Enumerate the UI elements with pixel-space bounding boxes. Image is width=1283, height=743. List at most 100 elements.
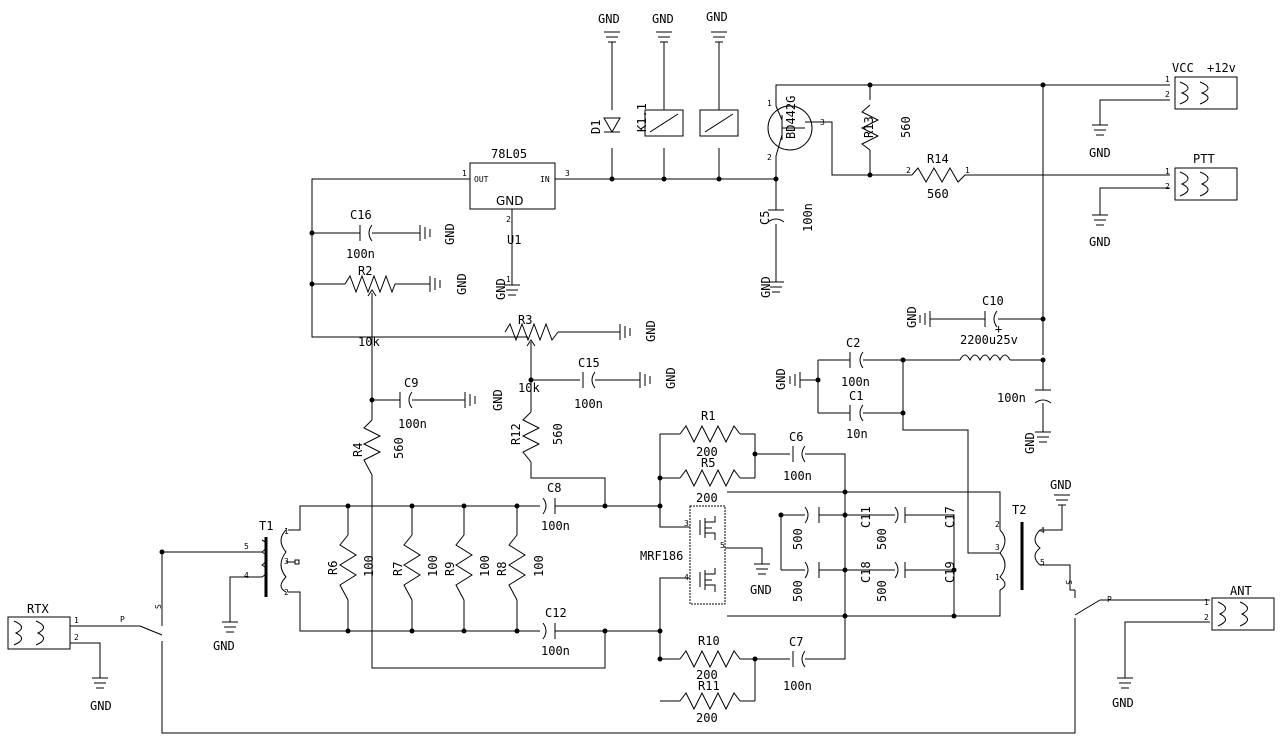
resistor-r13: R13 560 (860, 104, 913, 151)
capacitor-c15: C15 100n (574, 356, 603, 411)
svg-text:C11: C11 (859, 506, 873, 528)
svg-text:R13: R13 (862, 116, 876, 138)
capacitor-c18: C18 500 (791, 561, 873, 602)
resistor-r6: R6 100 (326, 534, 376, 601)
svg-text:10k: 10k (358, 335, 380, 349)
svg-text:P: P (1107, 595, 1112, 604)
gnd-rtx: GND (90, 677, 112, 713)
svg-text:200: 200 (696, 491, 718, 505)
svg-text:2200u25v: 2200u25v (960, 333, 1018, 347)
svg-text:1: 1 (506, 275, 511, 284)
svg-text:K1.1: K1.1 (635, 103, 649, 132)
capacitor-c17: C17 500 (875, 506, 957, 550)
capacitor-c3: 100n (997, 389, 1052, 405)
gnd-k1-b: GND (706, 10, 728, 52)
connector-ant: ANT (1211, 584, 1275, 631)
svg-text:GND: GND (1112, 696, 1134, 710)
potentiometer-r3: R3 10k (504, 313, 559, 395)
junctions (159, 82, 1046, 662)
capacitor-c11: C11 500 (791, 506, 873, 550)
svg-text:T2: T2 (1012, 503, 1026, 517)
svg-text:GND: GND (644, 320, 658, 342)
transformer-t1: T1 (259, 519, 300, 597)
regulator-78l05: 78L05 OUT IN GND U1 (469, 147, 556, 285)
svg-text:C1: C1 (849, 389, 863, 403)
svg-text:C9: C9 (404, 376, 418, 390)
svg-text:C17: C17 (943, 506, 957, 528)
svg-text:GND: GND (905, 306, 919, 328)
svg-text:C15: C15 (578, 356, 600, 370)
svg-text:100n: 100n (783, 469, 812, 483)
svg-text:GND: GND (706, 10, 728, 24)
svg-text:GND: GND (598, 12, 620, 26)
svg-text:U1: U1 (507, 233, 521, 247)
svg-text:IN: IN (540, 175, 550, 184)
svg-text:2: 2 (74, 633, 79, 642)
svg-text:R9: R9 (443, 562, 457, 576)
svg-text:R2: R2 (358, 264, 372, 278)
gnd-u1: GND (494, 278, 520, 300)
svg-text:100n: 100n (997, 391, 1026, 405)
connector-rtx: RTX (7, 602, 71, 650)
svg-text:1: 1 (767, 99, 772, 108)
gnd-d1: GND (598, 12, 620, 52)
relay-k1: K1.1 (635, 103, 739, 137)
svg-text:C19: C19 (943, 561, 957, 583)
resistor-r14: R14 560 (911, 152, 966, 201)
svg-text:1: 1 (1165, 167, 1170, 176)
gnd-mosfet: GND (750, 563, 772, 597)
svg-text:C18: C18 (859, 561, 873, 583)
svg-text:GND: GND (455, 273, 469, 295)
svg-text:T1: T1 (259, 519, 273, 533)
svg-text:100: 100 (426, 555, 440, 577)
svg-text:500: 500 (875, 528, 889, 550)
gnd-c9: GND (464, 389, 505, 411)
resistor-r5: R5 200 (679, 456, 741, 505)
svg-text:2: 2 (284, 588, 289, 597)
gnd-c5: GND (759, 276, 784, 298)
svg-text:R12: R12 (509, 423, 523, 445)
svg-text:3: 3 (820, 118, 825, 127)
svg-text:D1: D1 (589, 120, 603, 134)
svg-text:2: 2 (767, 153, 772, 162)
svg-text:R6: R6 (326, 561, 340, 575)
resistor-r12: R12 560 (509, 411, 565, 463)
diode-d1: D1 (589, 117, 621, 134)
svg-text:S: S (154, 604, 163, 609)
relay-switch-rtx: P S (120, 604, 163, 636)
transformer-t2: T2 (999, 503, 1041, 591)
svg-text:100: 100 (532, 555, 546, 577)
svg-text:BD442G: BD442G (784, 96, 798, 139)
svg-text:R10: R10 (698, 634, 720, 648)
gnd-c10: GND (905, 306, 931, 328)
svg-text:2: 2 (906, 166, 911, 175)
svg-text:500: 500 (791, 580, 805, 602)
svg-text:R11: R11 (698, 679, 720, 693)
capacitor-c8: C8 100n (541, 481, 570, 533)
svg-text:100n: 100n (541, 644, 570, 658)
svg-text:PTT: PTT (1193, 152, 1215, 166)
svg-text:R3: R3 (518, 313, 532, 327)
svg-text:1: 1 (965, 166, 970, 175)
svg-text:GND: GND (213, 639, 235, 653)
svg-text:10n: 10n (846, 427, 868, 441)
svg-text:5: 5 (720, 541, 725, 550)
svg-text:4: 4 (1040, 526, 1045, 535)
svg-text:C6: C6 (789, 430, 803, 444)
gnd-r3: GND (619, 320, 658, 342)
resistor-r1: R1 200 (679, 409, 741, 459)
svg-text:C12: C12 (545, 606, 567, 620)
capacitor-c7: C7 100n (783, 635, 812, 693)
svg-text:1: 1 (74, 616, 79, 625)
capacitor-c9: C9 100n (398, 376, 427, 431)
resistor-r9: R9 100 (443, 534, 492, 601)
svg-text:560: 560 (392, 437, 406, 459)
svg-text:2: 2 (1165, 182, 1170, 191)
capacitor-c19: C19 500 (875, 561, 957, 602)
gnd-c15: GND (639, 367, 678, 389)
svg-text:GND: GND (774, 368, 788, 390)
svg-text:GND: GND (90, 699, 112, 713)
svg-text:2: 2 (995, 520, 1000, 529)
svg-text:2: 2 (506, 215, 511, 224)
